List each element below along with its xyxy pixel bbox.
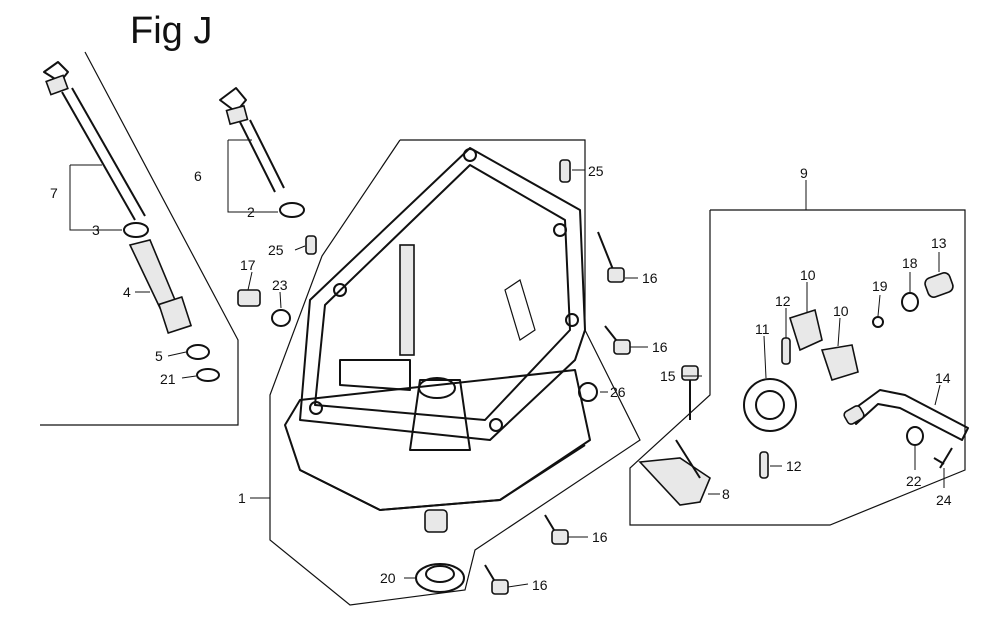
governor-gear-11 (743, 378, 797, 432)
callout-16-b: 16 (652, 339, 668, 355)
governor-weight-10-b (820, 344, 859, 381)
governor-arm-8 (638, 457, 711, 506)
washer-23 (271, 309, 291, 327)
callout-12-upper: 12 (775, 293, 791, 309)
bolt-16-c (544, 514, 569, 545)
callout-8: 8 (722, 486, 730, 502)
callout-22: 22 (906, 473, 922, 489)
bracket-6 (227, 140, 278, 213)
callout-23: 23 (272, 277, 288, 293)
callout-18: 18 (902, 255, 918, 271)
short-dipstick (219, 87, 285, 193)
callout-19: 19 (872, 278, 888, 294)
callout-16-c: 16 (592, 529, 608, 545)
callout-25-left: 25 (268, 242, 284, 258)
washer-18 (901, 292, 919, 312)
callout-14: 14 (935, 370, 951, 386)
callout-10-lower: 10 (833, 303, 849, 319)
sleeve-13 (924, 272, 954, 298)
crankcase-cover (269, 139, 641, 606)
callout-6: 6 (194, 168, 202, 184)
callout-12-lower: 12 (786, 458, 802, 474)
callout-2-upper: 2 (247, 204, 255, 220)
pin-12-bottom (759, 451, 769, 479)
governor-group-outline (629, 209, 966, 526)
clip-19 (872, 316, 884, 328)
governor-weight-10-a (788, 308, 823, 352)
governor-shaft-14 (843, 389, 969, 441)
dipstick-group-outline (40, 51, 239, 426)
figure-title: Fig J (130, 10, 213, 52)
dowel-pin-25-top (559, 159, 571, 183)
bolt-16-d (484, 564, 509, 595)
o-ring-3 (123, 222, 149, 238)
bolt-16-b (604, 325, 631, 355)
callout-1: 1 (238, 490, 246, 506)
callout-15: 15 (660, 368, 676, 384)
callout-11: 11 (755, 321, 770, 337)
oil-filler-tube (128, 239, 193, 334)
bolt-16-a (597, 231, 625, 283)
callout-20: 20 (380, 570, 396, 586)
callout-5: 5 (155, 348, 163, 364)
callout-13: 13 (931, 235, 947, 251)
washer-26 (578, 382, 598, 402)
cotter-pin-24 (933, 447, 953, 469)
long-dipstick (43, 61, 146, 221)
callout-16-a: 16 (642, 270, 658, 286)
seal-5 (186, 344, 210, 360)
dowel-pin-25-left (305, 235, 317, 255)
washer-22 (906, 426, 924, 446)
callout-4: 4 (123, 284, 131, 300)
callout-25-top: 25 (588, 163, 604, 179)
callout-9: 9 (800, 165, 808, 181)
bracket-7 (69, 165, 120, 231)
callout-26: 26 (610, 384, 626, 400)
callout-7: 7 (50, 185, 58, 201)
callout-16-d: 16 (532, 577, 548, 593)
callout-10-upper: 10 (800, 267, 816, 283)
plug-17 (237, 289, 261, 307)
callout-17: 17 (240, 257, 256, 273)
callout-24: 24 (936, 492, 952, 508)
pin-12-top (781, 337, 791, 365)
oil-seal-20 (415, 563, 465, 593)
bolt-15 (681, 365, 699, 420)
o-ring-2 (279, 202, 305, 218)
callout-21: 21 (160, 371, 176, 387)
o-ring-21 (196, 368, 220, 382)
callout-3: 3 (92, 222, 100, 238)
